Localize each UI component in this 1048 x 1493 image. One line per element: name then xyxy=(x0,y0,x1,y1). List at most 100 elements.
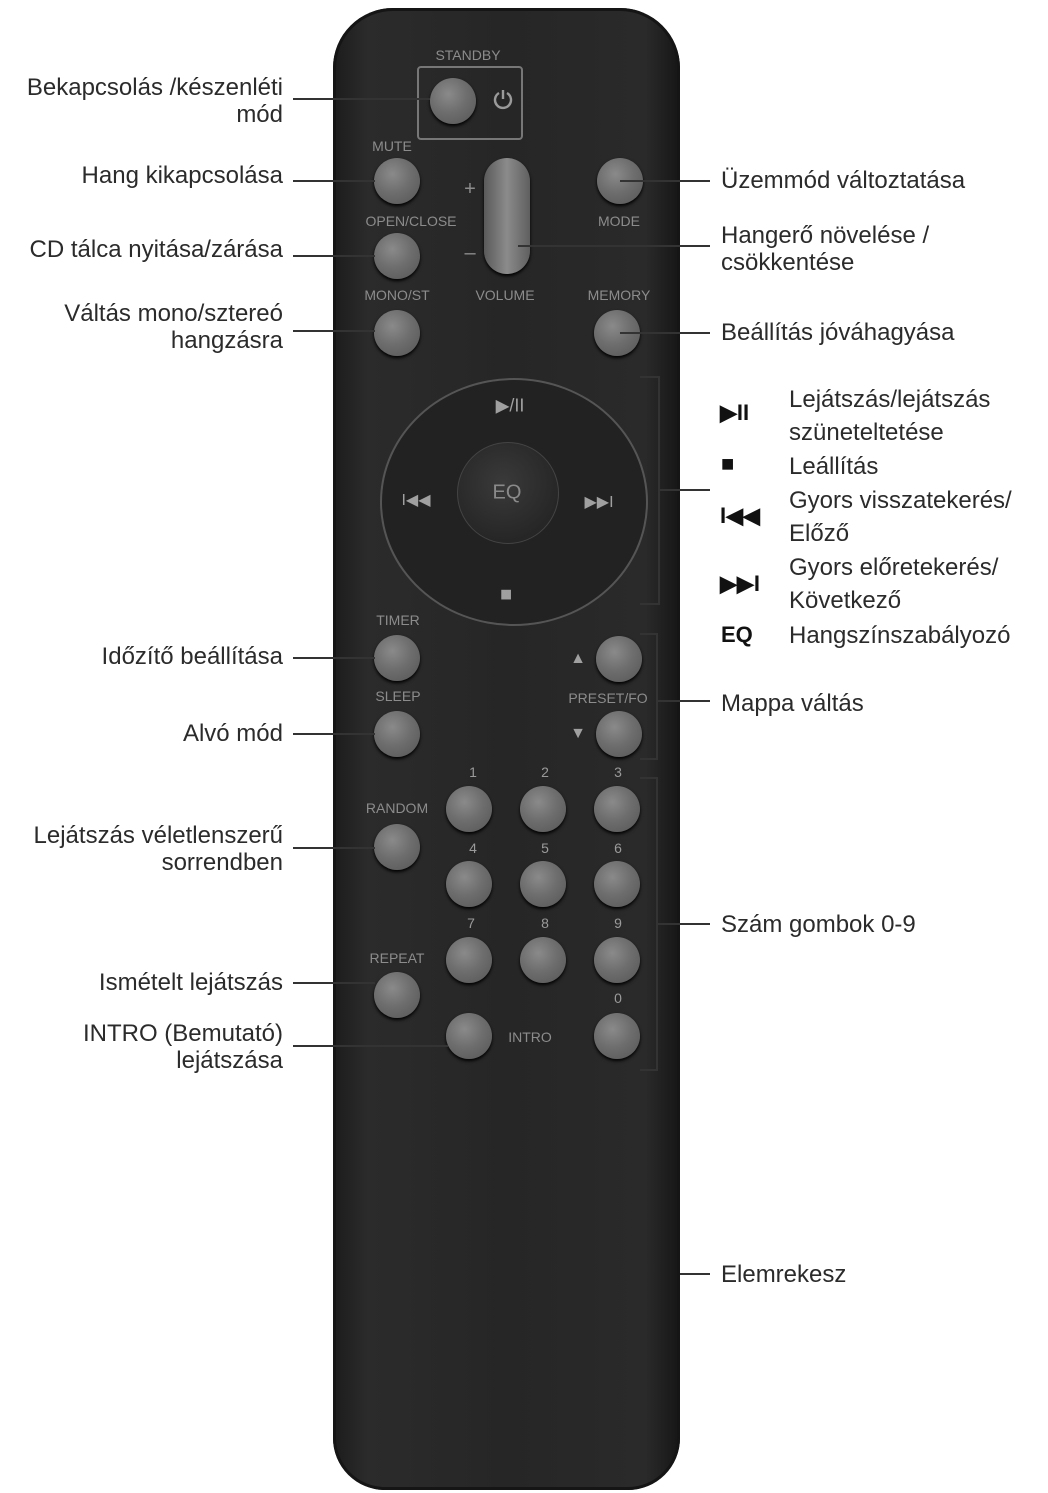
number-button-9[interactable] xyxy=(594,937,640,983)
legend-stop-icon: ■ xyxy=(721,451,735,476)
next-icon[interactable]: ▶▶I xyxy=(584,494,614,511)
mute-label: MUTE xyxy=(372,138,412,154)
legend-eq-text: Hangszínszabályozó xyxy=(789,622,1011,649)
leader-intro xyxy=(293,1045,448,1047)
intro-label: INTRO xyxy=(508,1029,552,1045)
bracket-navigation xyxy=(640,376,660,605)
standby-frame xyxy=(417,66,523,140)
number-label-2: 2 xyxy=(541,764,549,780)
callout-random: Lejátszás véletlenszerű sorrendben xyxy=(33,822,283,876)
leader-standby xyxy=(293,98,430,100)
number-button-8[interactable] xyxy=(520,937,566,983)
number-label-1: 1 xyxy=(469,764,477,780)
callout-memory: Beállítás jóváhagyása xyxy=(721,319,955,346)
callout-timer: Időzítő beállítása xyxy=(101,643,283,670)
callout-sleep: Alvó mód xyxy=(182,720,283,747)
mono-st-label: MONO/ST xyxy=(364,287,430,303)
timer-label: TIMER xyxy=(376,612,420,628)
preset-fo-label: PRESET/FO xyxy=(568,690,648,706)
mode-label: MODE xyxy=(598,213,640,229)
volume-rocker[interactable] xyxy=(484,158,530,274)
preset-up-arrow-icon: ▲ xyxy=(570,650,586,667)
legend-next-icon: ▶▶I xyxy=(720,571,760,596)
standby-label: STANDBY xyxy=(435,47,501,63)
memory-label: MEMORY xyxy=(587,287,651,303)
sleep-button[interactable] xyxy=(374,711,420,757)
number-button-0[interactable] xyxy=(594,1013,640,1059)
power-icon xyxy=(492,88,514,110)
legend-next-text: Gyors előretekerés/ Következő xyxy=(789,554,999,614)
number-button-6[interactable] xyxy=(594,861,640,907)
intro-button[interactable] xyxy=(446,1013,492,1059)
eq-button-label: EQ xyxy=(492,481,522,504)
callout-volume: Hangerő növelése / csökkentése xyxy=(721,222,930,276)
repeat-label: REPEAT xyxy=(369,950,425,966)
preset-down-button[interactable] xyxy=(596,711,642,757)
legend-play-pause-text: Lejátszás/lejátszás szüneteltetése xyxy=(789,386,991,446)
preset-up-button[interactable] xyxy=(596,636,642,682)
play-pause-icon[interactable]: ▶/II xyxy=(495,395,525,416)
previous-icon[interactable]: I◀◀ xyxy=(401,492,431,509)
standby-button[interactable] xyxy=(430,78,476,124)
number-label-9: 9 xyxy=(614,915,622,931)
leader-battery xyxy=(680,1273,710,1275)
leader-timer xyxy=(293,657,375,659)
preset-down-arrow-icon: ▼ xyxy=(570,725,586,742)
legend-previous-icon: I◀◀ xyxy=(720,503,760,528)
mono-st-button[interactable] xyxy=(374,310,420,356)
callout-standby: Bekapcsolás /készenléti mód xyxy=(26,74,283,128)
leader-random xyxy=(293,847,375,849)
number-label-5: 5 xyxy=(541,840,549,856)
leader-navigation xyxy=(658,489,710,491)
callout-battery: Elemrekesz xyxy=(721,1261,847,1288)
leader-mute xyxy=(293,180,375,182)
number-label-0: 0 xyxy=(614,990,622,1006)
stop-icon[interactable]: ■ xyxy=(499,583,513,606)
number-label-3: 3 xyxy=(614,764,622,780)
number-button-3[interactable] xyxy=(594,786,640,832)
volume-label: VOLUME xyxy=(475,287,535,303)
legend-stop-text: Leállítás xyxy=(789,453,879,480)
leader-folder xyxy=(656,700,710,702)
volume-plus-label: + xyxy=(464,178,476,200)
number-button-5[interactable] xyxy=(520,861,566,907)
sleep-label: SLEEP xyxy=(375,688,421,704)
number-button-2[interactable] xyxy=(520,786,566,832)
number-label-7: 7 xyxy=(467,915,475,931)
legend-previous-text: Gyors visszatekerés/ Előző xyxy=(789,487,1012,547)
number-label-6: 6 xyxy=(614,840,622,856)
bracket-folder xyxy=(640,633,658,760)
legend-eq-icon: EQ xyxy=(721,622,753,647)
leader-mono xyxy=(293,330,375,332)
eq-button[interactable] xyxy=(457,442,559,544)
number-label-4: 4 xyxy=(469,840,477,856)
callout-repeat: Ismételt lejátszás xyxy=(98,969,283,996)
random-button[interactable] xyxy=(374,824,420,870)
number-button-4[interactable] xyxy=(446,861,492,907)
number-label-8: 8 xyxy=(541,915,549,931)
number-button-1[interactable] xyxy=(446,786,492,832)
repeat-button[interactable] xyxy=(374,972,420,1018)
callout-mute: Hang kikapcsolása xyxy=(81,162,283,189)
leader-memory xyxy=(620,332,710,334)
leader-open-close xyxy=(293,255,375,257)
leader-sleep xyxy=(293,733,375,735)
leader-volume xyxy=(518,245,710,247)
open-close-label: OPEN/CLOSE xyxy=(365,213,457,229)
callout-mono: Váltás mono/sztereó hangzásra xyxy=(64,300,283,354)
callout-numbers: Szám gombok 0-9 xyxy=(721,911,916,938)
legend-play-pause-icon: ▶II xyxy=(720,400,750,425)
leader-repeat xyxy=(293,982,375,984)
callout-open-close: CD tálca nyitása/zárása xyxy=(29,236,283,263)
callout-folder: Mappa váltás xyxy=(721,690,864,717)
volume-minus-label: – xyxy=(464,242,476,264)
callout-intro: INTRO (Bemutató) lejátszása xyxy=(82,1020,283,1074)
open-close-button[interactable] xyxy=(374,233,420,279)
number-button-7[interactable] xyxy=(446,937,492,983)
timer-button[interactable] xyxy=(374,635,420,681)
leader-numbers xyxy=(656,923,710,925)
mute-button[interactable] xyxy=(374,158,420,204)
leader-mode xyxy=(620,180,710,182)
random-label: RANDOM xyxy=(365,800,429,816)
callout-mode: Üzemmód változtatása xyxy=(721,167,966,194)
